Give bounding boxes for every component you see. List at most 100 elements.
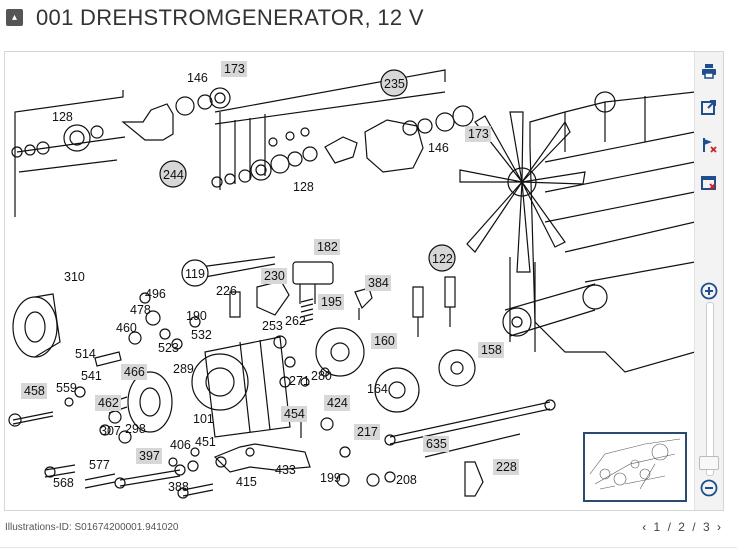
part-number: 101 [193,412,214,426]
part-callout-466[interactable]: 466 [121,364,147,380]
part-callout-424[interactable]: 424 [324,395,350,411]
open-external-icon[interactable] [698,96,720,118]
part-callout-146[interactable]: 146 [187,71,208,85]
minus-square-icon[interactable]: ▴ [6,9,23,26]
part-callout-298[interactable]: 298 [125,422,146,436]
illustration-viewer[interactable]: 173 146 235 128 173 146 244 128 182 119 230 122 310 3… [4,51,724,511]
part-callout-458[interactable]: 458 [21,383,47,399]
zoom-out-icon[interactable] [698,477,720,499]
part-callout-182[interactable]: 182 [314,239,340,255]
part-callout-208[interactable]: 208 [396,473,417,487]
zoom-slider-handle[interactable] [699,456,719,470]
part-callout-310[interactable]: 310 [64,270,85,284]
page-number-1[interactable]: 1 [653,520,661,534]
viewer-toolbar [694,52,723,510]
part-callout-406[interactable]: 406 [170,438,191,452]
part-callout-128[interactable]: 128 [52,110,73,124]
part-number: 466 [124,365,145,379]
part-callout-262[interactable]: 262 [285,314,306,328]
part-callout-199[interactable]: 199 [320,471,341,485]
exploded-parts-diagram[interactable]: 173 146 235 128 173 146 244 128 182 119 230 122 310 3… [5,52,695,510]
part-callout-280[interactable]: 280 [311,369,332,383]
part-callout-289[interactable]: 289 [173,362,194,376]
part-number: 514 [75,347,96,361]
part-callout-307[interactable]: 307 [100,424,121,438]
part-number: 173 [224,62,245,76]
part-callout-568[interactable]: 568 [53,476,74,490]
part-number: 541 [81,369,102,383]
part-callout-433[interactable]: 433 [275,463,296,477]
print-icon[interactable] [698,60,720,82]
page-number-3[interactable]: 3 [702,520,710,534]
part-number: 230 [264,269,285,283]
part-callout-228[interactable]: 228 [493,459,519,475]
part-number: 146 [187,71,208,85]
part-callout-122[interactable]: 122 [428,244,456,272]
prev-page-button[interactable]: ‹ [642,520,647,534]
part-callout-158[interactable]: 158 [478,342,504,358]
part-callout-146[interactable]: 146 [428,141,449,155]
part-callout-128[interactable]: 128 [293,180,314,194]
part-callout-164[interactable]: 164 [367,382,388,396]
part-number: 462 [98,396,119,410]
part-number: 146 [428,141,449,155]
part-number: 280 [311,369,332,383]
part-callout-462[interactable]: 462 [95,395,121,411]
part-number: 208 [396,473,417,487]
part-number: 635 [426,437,447,451]
part-callout-217[interactable]: 217 [354,424,380,440]
part-callout-523[interactable]: 523 [158,341,179,355]
zoom-in-icon[interactable] [698,280,720,302]
part-callout-235[interactable]: 235 [380,69,408,97]
part-callout-119[interactable]: 119 [181,259,209,287]
part-callout-460[interactable]: 460 [116,321,137,335]
part-callout-577[interactable]: 577 [89,458,110,472]
part-number: 458 [24,384,45,398]
page-separator: / [667,520,671,534]
part-callout-478[interactable]: 478 [130,303,151,317]
flag-remove-icon[interactable] [698,134,720,156]
part-callout-532[interactable]: 532 [191,328,212,342]
part-callout-101[interactable]: 101 [193,412,214,426]
part-callout-388[interactable]: 388 [168,480,189,494]
part-callout-496[interactable]: 496 [145,287,166,301]
illustration-id: Illustrations-ID: S01674200001.941020 [5,522,179,533]
part-callout-190[interactable]: 190 [186,309,207,323]
part-number: 568 [53,476,74,490]
page-number-2[interactable]: 2 [678,520,685,534]
part-callout-514[interactable]: 514 [75,347,96,361]
part-number: 559 [56,381,77,395]
diagram-minimap[interactable] [583,432,687,502]
part-callout-541[interactable]: 541 [81,369,102,383]
part-number: 424 [327,396,348,410]
part-number: 226 [216,284,237,298]
part-number: 217 [357,425,378,439]
part-callout-160[interactable]: 160 [371,333,397,349]
part-callout-195[interactable]: 195 [318,294,344,310]
part-callout-415[interactable]: 415 [236,475,257,489]
part-callout-226[interactable]: 226 [216,284,237,298]
next-page-button[interactable]: › [717,520,721,534]
part-callout-244[interactable]: 244 [159,160,187,188]
part-callout-173[interactable]: 173 [221,61,247,77]
part-callout-559[interactable]: 559 [56,381,77,395]
window-remove-icon[interactable] [698,172,720,194]
part-callout-253[interactable]: 253 [262,319,283,333]
part-number: 496 [145,287,166,301]
zoom-slider-track[interactable] [706,302,714,476]
part-number: 122 [432,252,453,266]
part-number: 253 [262,319,283,333]
part-callout-173[interactable]: 173 [465,126,491,142]
part-callout-384[interactable]: 384 [365,275,391,291]
footer-divider [0,547,737,548]
part-callout-230[interactable]: 230 [261,268,287,284]
part-callout-397[interactable]: 397 [136,448,162,464]
part-number: 173 [468,127,489,141]
part-callout-454[interactable]: 454 [281,406,307,422]
part-number: 199 [320,471,341,485]
part-number: 160 [374,334,395,348]
part-callout-635[interactable]: 635 [423,436,449,452]
part-callout-451[interactable]: 451 [195,435,216,449]
part-number: 577 [89,458,110,472]
part-callout-271[interactable]: 271 [289,374,310,388]
